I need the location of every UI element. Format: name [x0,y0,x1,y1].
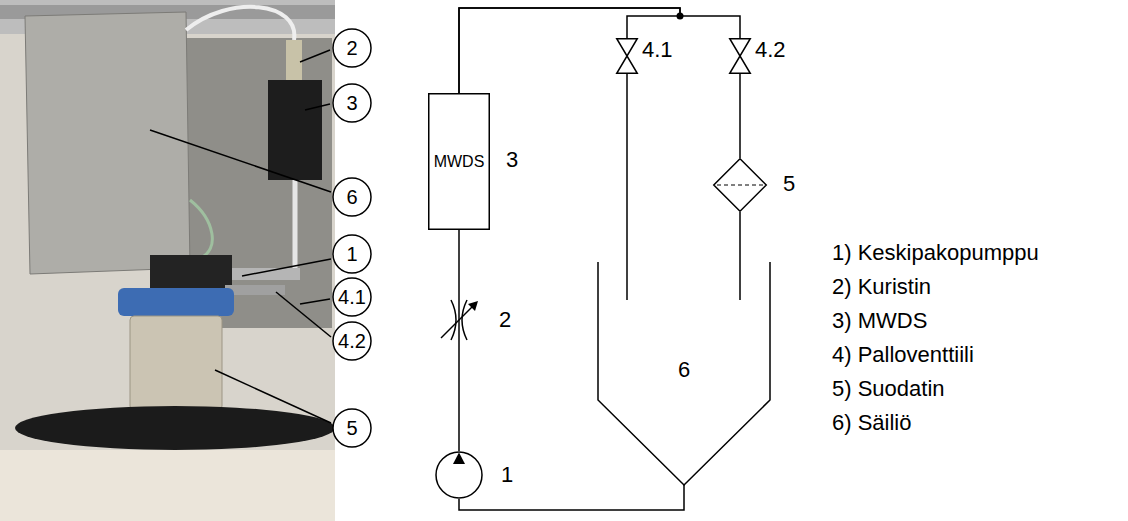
throttle-adjust [441,304,475,338]
callout-outline [333,409,371,447]
pump-outline [436,452,482,498]
throttle-symbol-shape [439,300,479,340]
filter-symbol-shape [713,158,767,212]
callout-outline [333,29,371,67]
part-number: 6 [678,358,690,382]
pipe-line [459,485,684,510]
callout-circle: 5 [332,408,372,448]
callout-outline [333,84,371,122]
pipe-line [626,74,628,300]
photo-table [0,450,335,521]
legend-item: 2) Kuristin [832,275,931,299]
valve-outline [730,39,751,74]
pump-arrowhead [453,453,465,465]
photo-background [0,0,335,521]
valve-outline [617,39,638,74]
pump-symbol-shape [435,451,483,499]
part-number: 4.2 [755,38,786,62]
callout-number: 1 [346,243,357,265]
leader-line [276,292,331,337]
leader-line [300,299,330,304]
photo-base [15,406,335,450]
part-number: 5 [783,172,795,196]
ball-valve-symbol-shape [729,38,751,74]
callout-circle: 1 [332,234,372,274]
pipe-line [739,212,741,300]
throttle-symbol: 2 [439,300,479,340]
pipe-line [458,230,460,300]
legend-item: 4) Palloventtiili [832,343,974,367]
leader-lines [150,50,331,423]
legend-item: 3) MWDS [832,309,927,333]
photo-valve [232,268,300,280]
photo-tube [190,200,212,258]
photo-tank [25,12,190,274]
pipe-line [458,340,460,451]
leader-line [300,50,330,62]
component-label: MWDS [434,153,485,171]
box-outline [429,94,490,230]
ball-valve-symbol-shape [616,38,638,74]
callout-number: 5 [346,417,357,439]
callout-circle: 4.2 [332,321,372,361]
leader-line [242,259,331,276]
photo-filter-head [118,288,234,316]
throttle-arrowhead [468,301,478,311]
legend-item: 5) Suodatin [832,377,945,401]
pipe-line [459,8,740,93]
callout-number: 6 [346,186,357,208]
photo-tube [293,180,298,268]
throttle-arc [462,300,467,340]
callout-outline [333,235,371,273]
legend-item: 1) Keskipakopumppu [832,241,1039,265]
callout-circle: 2 [332,28,372,68]
part-number: 2 [499,308,511,332]
sensor-box: MWDS3 [428,93,490,230]
leader-line [215,370,331,423]
legend-item: 6) Säiliö [832,411,911,435]
filter-outline [714,159,767,212]
ball-valve-symbol: 4.2 [729,38,751,74]
filter-element [717,185,763,186]
callout-number: 3 [346,92,357,114]
part-number: 4.1 [642,38,673,62]
throttle-arc [451,300,456,340]
callout-number: 4.1 [338,286,366,308]
callout-outline [333,322,371,360]
ball-valve-symbol: 4.1 [616,38,638,74]
callout-outline [333,278,371,316]
part-number: 3 [506,148,518,172]
pipe-line [739,74,741,158]
photo-fitting [286,40,302,80]
filter-symbol: 5 [713,158,767,212]
callout-circle: 6 [332,177,372,217]
photo-valve [225,285,285,295]
photo-pump [150,255,232,293]
pump-symbol: 1 [435,451,483,499]
photo-filter-bowl [130,316,222,410]
leader-line [305,104,330,110]
photo-sensor [268,80,322,180]
tank-outline [598,262,770,485]
callout-outline [333,178,371,216]
callout-number: 2 [346,37,357,59]
pipe-line [459,8,680,93]
part-number: 1 [501,463,513,487]
callout-number: 4.2 [338,330,366,352]
tank-symbol-shape [598,300,770,485]
callout-circle: 3 [332,83,372,123]
callout-circle: 4.1 [332,277,372,317]
photo-tube [186,7,294,40]
tank-symbol: 6 [598,300,770,485]
leader-line [150,130,331,192]
